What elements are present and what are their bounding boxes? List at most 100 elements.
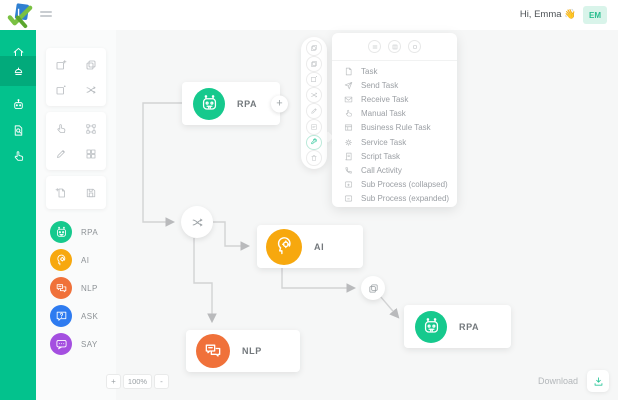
connect-button[interactable] — [306, 87, 322, 103]
palette-label: NLP — [81, 283, 98, 293]
avatar[interactable]: EM — [583, 6, 607, 24]
menu-item-label: Manual Task — [361, 109, 406, 119]
ai-head-icon — [266, 228, 302, 265]
table-icon — [344, 123, 353, 132]
trash-icon — [310, 154, 318, 162]
connect-button[interactable] — [76, 77, 106, 102]
grid-view-button[interactable] — [388, 40, 401, 53]
connection-wires — [142, 102, 400, 324]
menu-item-label: Send Task — [361, 80, 399, 90]
node-label: AI — [314, 241, 325, 252]
frame-select-button[interactable] — [76, 116, 106, 141]
menu-item-business-rule-task[interactable]: Business Rule Task — [344, 121, 457, 135]
new-file-button[interactable] — [46, 180, 76, 205]
hamburger-icon[interactable] — [40, 11, 52, 19]
wrench-button[interactable] — [306, 134, 322, 151]
new-shape-button[interactable] — [46, 52, 76, 77]
menu-item-label: Script Task — [361, 151, 400, 161]
add-node-button[interactable]: + — [271, 95, 288, 112]
save-icon — [85, 187, 97, 199]
save-button[interactable] — [76, 180, 106, 205]
menu-item-receive-task[interactable]: Receive Task — [344, 92, 457, 106]
subprocess-expanded-icon — [344, 194, 353, 203]
menu-item-label: Task — [361, 66, 378, 76]
file-tools-card — [46, 176, 106, 209]
menu-item-manual-task[interactable]: Manual Task — [344, 107, 457, 121]
download-button[interactable] — [587, 370, 609, 392]
palette-item-ai[interactable]: AI — [36, 248, 116, 272]
sidebar-item-bots[interactable] — [0, 90, 36, 118]
file-search-icon — [12, 124, 25, 137]
hand-icon — [12, 150, 25, 163]
list-view-button[interactable] — [368, 40, 381, 53]
palette-item-nlp[interactable]: NLP — [36, 276, 116, 300]
pencil-icon — [55, 148, 67, 160]
task-type-menu: Task Send Task Receive Task Manual Task … — [332, 33, 457, 207]
flow-canvas[interactable]: RPA + AI NLP RPA — [116, 30, 618, 400]
speech-bubble-icon — [50, 333, 72, 355]
frame-select-icon — [85, 123, 97, 135]
node-rpa-1[interactable]: RPA + — [182, 82, 288, 125]
sidebar-item-files[interactable] — [0, 116, 36, 144]
node-label: RPA — [237, 98, 258, 109]
chat-bubbles-icon — [196, 334, 230, 368]
menu-item-label: Sub Process (collapsed) — [361, 180, 448, 190]
plane-icon — [344, 81, 353, 90]
note-button[interactable] — [306, 118, 322, 135]
shape-dot-button[interactable] — [306, 71, 322, 88]
menu-item-script-task[interactable]: Script Task — [344, 149, 457, 163]
subprocess-collapsed-icon — [344, 180, 353, 189]
pencil-button[interactable] — [306, 103, 322, 119]
node-nlp-1[interactable]: NLP — [186, 330, 300, 372]
clone-icon — [310, 60, 318, 68]
hand-select-button[interactable] — [46, 116, 76, 141]
palette-item-ask[interactable]: ASK — [36, 304, 116, 328]
chat-bubbles-icon — [50, 277, 72, 299]
shape-dot-icon — [55, 84, 67, 96]
menu-item-call-activity[interactable]: Call Activity — [344, 163, 457, 177]
list-view-icon — [372, 44, 378, 50]
node-ai-1[interactable]: AI — [257, 225, 363, 268]
palette-label: RPA — [81, 227, 99, 237]
shape-tools-card — [46, 48, 106, 106]
node-rpa-2[interactable]: RPA — [404, 305, 511, 348]
node-link[interactable] — [361, 276, 385, 300]
pencil-button[interactable] — [46, 141, 76, 166]
grid-view-icon — [392, 44, 398, 50]
bot-icon — [12, 98, 25, 111]
clone-button[interactable] — [306, 55, 322, 72]
sidebar-item-publish[interactable] — [0, 56, 36, 86]
pencil-icon — [310, 107, 318, 115]
menu-item-service-task[interactable]: Service Task — [344, 135, 457, 149]
copy-shape-button[interactable] — [76, 52, 106, 77]
menu-item-send-task[interactable]: Send Task — [344, 78, 457, 92]
menu-item-sub-process-expanded[interactable]: Sub Process (expanded) — [344, 192, 457, 206]
menu-item-label: Sub Process (expanded) — [361, 194, 450, 204]
menu-item-sub-process-collapsed[interactable]: Sub Process (collapsed) — [344, 178, 457, 192]
topbar: Hi, Emma 👋 EM — [0, 0, 618, 30]
brand-logo-icon[interactable] — [7, 2, 34, 29]
menu-item-task[interactable]: Task — [344, 64, 457, 78]
palette-label: AI — [81, 255, 90, 265]
sidebar-item-gestures[interactable] — [0, 142, 36, 170]
copy-button[interactable] — [306, 40, 322, 56]
zoom-out-button[interactable]: - — [154, 374, 169, 389]
palette-label: ASK — [81, 311, 99, 321]
group-shapes-button[interactable] — [76, 141, 106, 166]
shape-dot-button[interactable] — [46, 77, 76, 102]
palette-item-rpa[interactable]: RPA — [36, 220, 116, 244]
menu-item-label: Receive Task — [361, 94, 409, 104]
connect-icon — [85, 84, 97, 96]
download-label: Download — [537, 376, 578, 386]
download-control: Download — [538, 370, 609, 392]
node-gateway[interactable] — [181, 206, 213, 238]
sidebar-rail — [0, 30, 36, 400]
zoom-in-button[interactable]: + — [106, 374, 121, 389]
download-icon — [593, 376, 604, 387]
palette-item-say[interactable]: SAY — [36, 332, 116, 356]
delete-button[interactable] — [306, 150, 322, 166]
circle-view-button[interactable] — [408, 40, 421, 53]
shape-dot-icon — [310, 75, 318, 83]
menu-item-label: Business Rule Task — [361, 123, 431, 133]
